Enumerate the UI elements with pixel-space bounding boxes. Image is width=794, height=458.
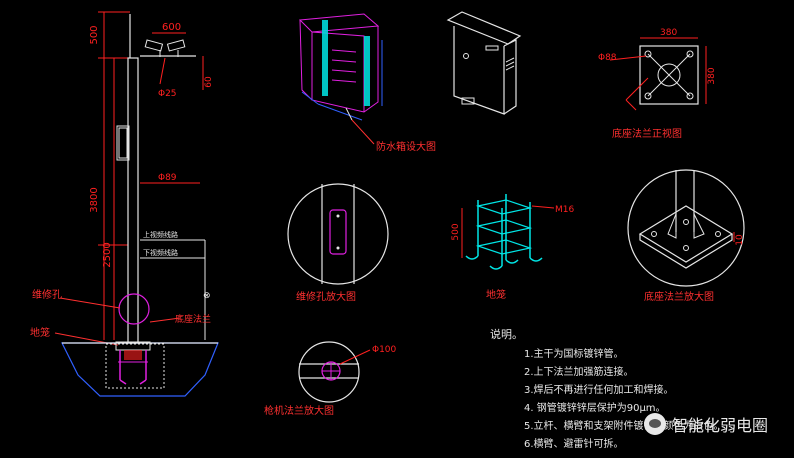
- dim-10: 10: [735, 234, 745, 246]
- concrete-foundation: [61, 341, 219, 397]
- base-flange-detail: 10 底座法兰放大图: [627, 169, 745, 303]
- dim-phi25: Φ25: [158, 89, 177, 99]
- dim-m16: M16: [555, 205, 574, 215]
- box-detail-title: 防水箱设大图: [376, 140, 436, 153]
- dim-500-cage: 500: [451, 223, 461, 240]
- ground-cage-drawing: 500 M16 地笼: [451, 194, 574, 301]
- hole-detail-title: 维修孔放大图: [296, 290, 356, 303]
- watermark-text: 智能化弱电圈: [671, 416, 768, 435]
- flange-front-view: 380 380 Φ88 底座法兰正视图: [598, 28, 717, 140]
- wechat-logo-icon: [643, 413, 666, 435]
- note-item: 1.主干为国标镀锌管。: [524, 347, 624, 360]
- note-item: 5.立杆、横臂和支架附件镀锌，颜色为白色。: [524, 419, 724, 432]
- note-item: 6.横臂、避雷针可拆。: [524, 437, 624, 450]
- dim-3800: 3800: [89, 187, 100, 212]
- cage-title: 地笼: [486, 288, 506, 301]
- notes-block: 说明。 1.主干为国标镀锌管。 2.上下法兰加强筋连接。 3.焊后不再进行任何加…: [490, 327, 724, 450]
- upper-cable-label: 上视频线路: [143, 230, 178, 239]
- notes-title: 说明。: [490, 327, 523, 341]
- dim-380-top: 380: [660, 28, 677, 38]
- dim-500: 500: [89, 25, 100, 44]
- svg-text:⊗: ⊗: [203, 291, 211, 301]
- flange-detail-title: 底座法兰放大图: [644, 290, 714, 303]
- repair-hole-detail: 维修孔放大图: [287, 183, 389, 303]
- camera-flange-detail: Φ100 枪机法兰放大图: [264, 341, 397, 417]
- dim-600: 600: [162, 22, 181, 33]
- note-item: 2.上下法兰加强筋连接。: [524, 365, 634, 378]
- lower-cable-label: 下视频线路: [143, 248, 178, 257]
- ground-cage-label: 地笼: [30, 326, 50, 339]
- dim-phi100: Φ100: [372, 345, 397, 355]
- dim-2500: 2500: [102, 242, 113, 267]
- dim-phi89: Φ89: [158, 173, 177, 183]
- cam-flange-title: 枪机法兰放大图: [264, 404, 334, 417]
- outdoor-box-drawing: [446, 11, 522, 115]
- pole-elevation: 500 3800 2500 600 Φ25 60 Φ89: [30, 11, 219, 397]
- waterproof-box-drawing: 防水箱设大图: [298, 13, 436, 153]
- repair-hole-label: 维修孔: [32, 288, 62, 301]
- note-item: 4. 钢管镀锌锌层保护为90μm。: [524, 401, 666, 414]
- equipment-box: [116, 125, 130, 161]
- repair-hole-circle: [118, 293, 150, 325]
- flange-front-title: 底座法兰正视图: [612, 127, 682, 140]
- watermark: 智能化弱电圈: [643, 412, 768, 436]
- dim-380-side: 380: [707, 67, 717, 84]
- pole-shaft: [127, 57, 139, 344]
- camera-icon: [144, 39, 186, 57]
- note-item: 3.焊后不再进行任何加工和焊接。: [524, 383, 674, 396]
- base-flange-label: 底座法兰: [175, 313, 211, 325]
- dim-phi88: Φ88: [598, 53, 617, 63]
- dim-60: 60: [204, 76, 214, 88]
